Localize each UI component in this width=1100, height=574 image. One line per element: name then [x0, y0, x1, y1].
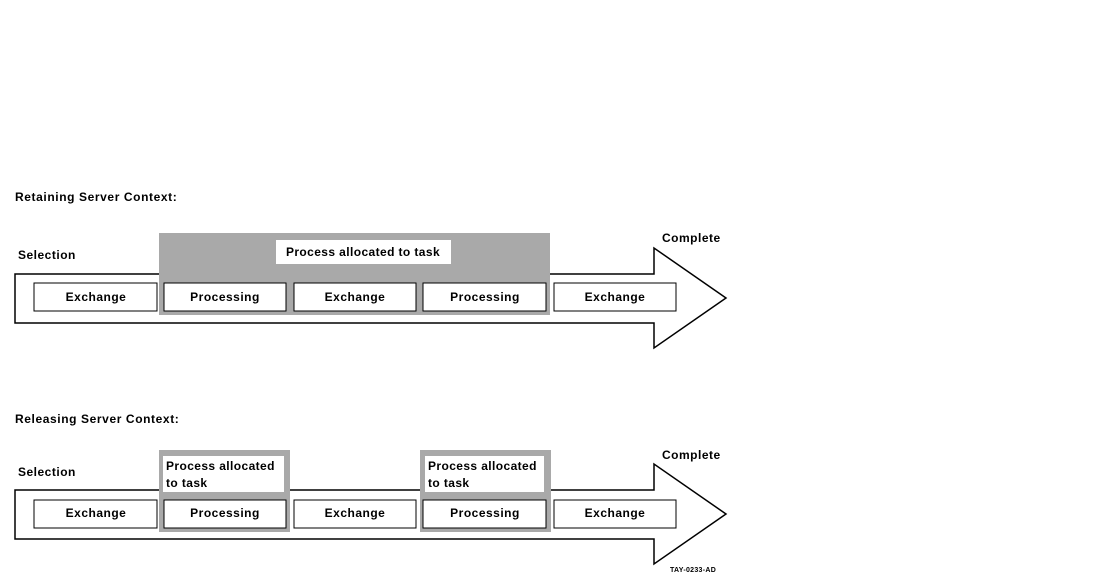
- releasing-step-label: Processing: [450, 506, 520, 520]
- retaining-step-processing-1: Processing: [163, 282, 287, 312]
- releasing-step-exchange-3: Exchange: [553, 499, 677, 529]
- releasing-selection-label: Selection: [18, 465, 76, 479]
- retaining-title: Retaining Server Context:: [15, 190, 177, 204]
- releasing-title: Releasing Server Context:: [15, 412, 179, 426]
- retaining-selection-label: Selection: [18, 248, 76, 262]
- retaining-step-processing-2: Processing: [422, 282, 547, 312]
- releasing-step-label: Exchange: [66, 506, 127, 520]
- releasing-complete-label: Complete: [662, 448, 721, 462]
- retaining-step-label: Exchange: [585, 290, 646, 304]
- retaining-allocation-label: Process allocated to task: [286, 245, 440, 259]
- retaining-complete-label: Complete: [662, 231, 721, 245]
- releasing-allocation-label-1-line1: Process allocated: [166, 459, 275, 473]
- releasing-step-label: Exchange: [325, 506, 386, 520]
- figure-tag: TAY-0233-AD: [670, 567, 716, 574]
- retaining-step-label: Processing: [450, 290, 520, 304]
- releasing-step-processing-2: Processing: [422, 499, 547, 529]
- retaining-step-label: Exchange: [325, 290, 386, 304]
- retaining-step-exchange-2: Exchange: [293, 282, 417, 312]
- retaining-step-label: Processing: [190, 290, 260, 304]
- releasing-allocation-label-box-1: [163, 456, 284, 492]
- releasing-step-label: Exchange: [585, 506, 646, 520]
- retaining-allocation-label-box: [276, 240, 451, 264]
- releasing-allocation-label-1-line2: to task: [166, 476, 207, 490]
- releasing-step-exchange-1: Exchange: [33, 499, 158, 529]
- releasing-allocation-label-2-line2: to task: [428, 476, 469, 490]
- releasing-allocation-label-box-2: [425, 456, 544, 492]
- retaining-step-exchange-1: Exchange: [33, 282, 158, 312]
- releasing-step-label: Processing: [190, 506, 260, 520]
- releasing-allocation-label-2-line1: Process allocated: [428, 459, 537, 473]
- releasing-step-processing-1: Processing: [163, 499, 287, 529]
- retaining-step-label: Exchange: [66, 290, 127, 304]
- retaining-step-exchange-3: Exchange: [553, 282, 677, 312]
- releasing-step-exchange-2: Exchange: [293, 499, 417, 529]
